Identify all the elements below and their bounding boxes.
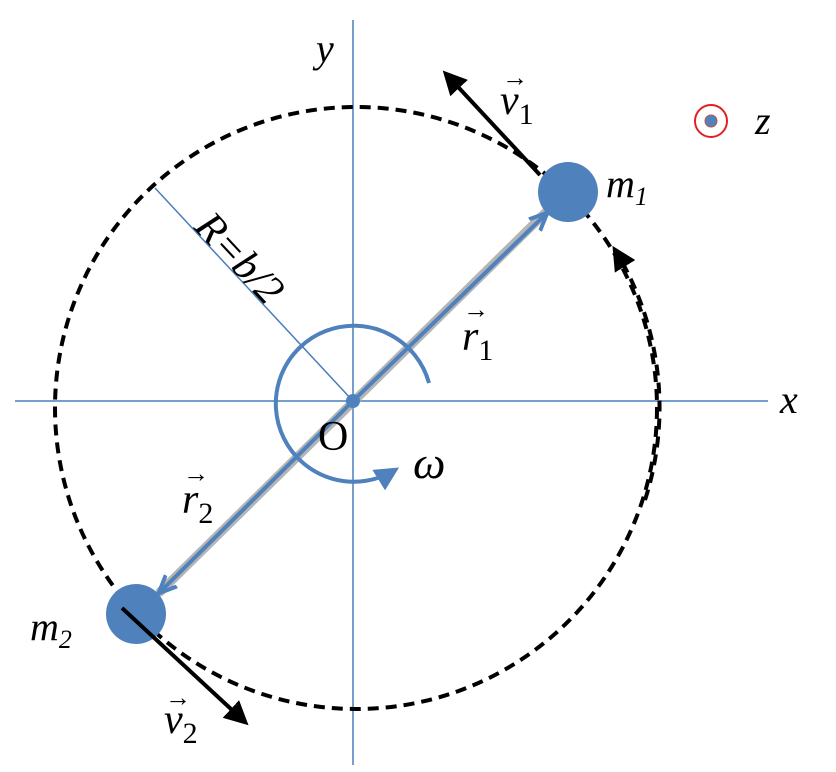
origin-dot (346, 394, 360, 408)
omega-rotation-arc (273, 323, 431, 491)
r1-vector-arrow (351, 214, 546, 403)
v1-vector-arrow (442, 70, 542, 177)
origin-label: O (318, 414, 348, 460)
rotation-direction-arrow (612, 245, 662, 501)
radius-line (154, 187, 354, 402)
r1-arrow-accent: → (463, 295, 489, 324)
radius-label: R=b/2 (185, 203, 293, 314)
x-axis-label: x (779, 377, 798, 422)
m1-label: m1 (606, 161, 648, 211)
m2-label: m2 (30, 604, 72, 654)
v2-label: v2 (164, 697, 198, 750)
orbit-circle (53, 105, 659, 711)
v2-arrow-accent: → (165, 683, 191, 712)
mass-1 (538, 162, 598, 222)
z-axis-out-dot (704, 114, 718, 128)
omega-label: ω (413, 437, 445, 488)
v2-vector-arrow (120, 606, 249, 726)
z-axis-label: z (754, 98, 771, 143)
v1-label: v1 (500, 78, 534, 131)
r2-arrow-accent: → (183, 459, 209, 488)
v1-arrow-accent: → (502, 63, 528, 92)
y-axis-label: y (312, 26, 334, 71)
r1-label: r1 (462, 314, 493, 367)
mass-2 (106, 584, 166, 644)
r2-label: r2 (182, 477, 213, 530)
r2-vector-arrow (160, 399, 355, 592)
